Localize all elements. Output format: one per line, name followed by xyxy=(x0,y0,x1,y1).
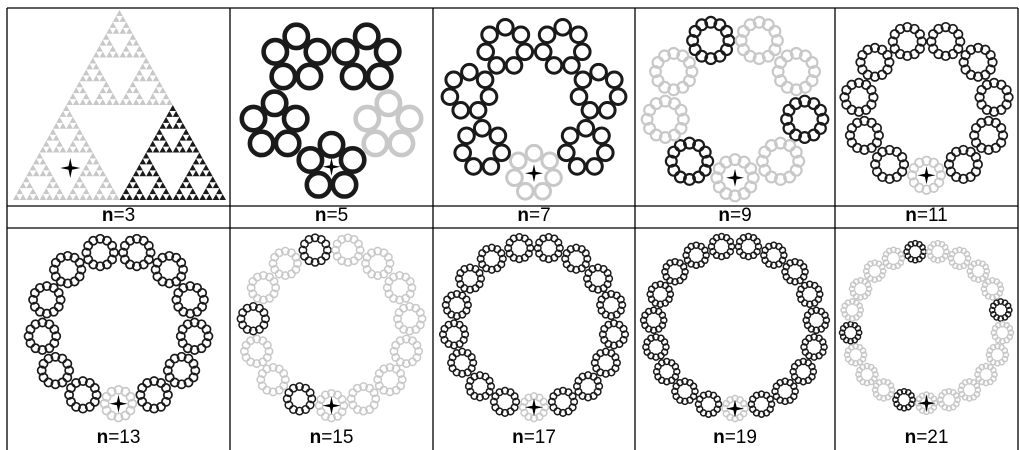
fractal-panel-n21 xyxy=(838,239,1015,416)
label-value: =11 xyxy=(916,205,948,226)
panel-label-n21: n=21 xyxy=(827,428,1020,448)
label-value: =13 xyxy=(108,427,141,448)
star-marker-icon xyxy=(726,168,744,187)
label-value: =15 xyxy=(321,427,354,448)
fractal-panel-n3 xyxy=(13,10,226,200)
panel-label-n19: n=19 xyxy=(635,428,835,448)
star-marker-icon xyxy=(322,157,341,176)
panel-label-n9: n=9 xyxy=(635,206,835,226)
label-variable: n xyxy=(309,427,322,448)
label-value: =17 xyxy=(523,427,556,448)
label-variable: n xyxy=(96,427,109,448)
label-variable: n xyxy=(512,427,524,448)
star-marker-icon xyxy=(726,399,744,418)
star-marker-icon xyxy=(525,398,543,417)
panel-label-n11: n=11 xyxy=(827,206,1020,226)
label-value: =3 xyxy=(113,205,136,226)
star-marker-icon xyxy=(60,158,81,178)
label-variable: n xyxy=(905,205,917,226)
label-value: =9 xyxy=(729,205,752,226)
panel-label-n15: n=15 xyxy=(232,428,432,448)
label-variable: n xyxy=(517,205,529,226)
fractal-panel-n15 xyxy=(236,233,427,423)
label-value: =21 xyxy=(916,427,949,448)
panel-label-n3: n=3 xyxy=(19,206,219,226)
star-marker-icon xyxy=(917,394,936,413)
panel-label-n7: n=7 xyxy=(434,206,634,226)
label-variable: n xyxy=(718,205,730,226)
fractal-panel-n11 xyxy=(839,21,1014,195)
fractal-panel-n9 xyxy=(640,15,830,203)
panel-label-n17: n=17 xyxy=(434,428,634,448)
star-marker-icon xyxy=(917,166,936,185)
label-variable: n xyxy=(713,427,725,448)
fractal-panel-n7 xyxy=(440,18,628,201)
label-value: =19 xyxy=(724,427,757,448)
label-variable: n xyxy=(101,205,114,226)
panel-label-n5: n=5 xyxy=(232,206,432,226)
star-marker-icon xyxy=(322,396,341,415)
star-marker-icon xyxy=(525,164,543,183)
fractal-panel-n5 xyxy=(239,22,424,199)
fractal-panel-n17 xyxy=(438,233,630,423)
fractal-panel-n13 xyxy=(23,233,214,423)
star-marker-icon xyxy=(109,394,128,413)
label-value: =7 xyxy=(528,205,551,226)
label-value: =5 xyxy=(326,205,349,226)
panel-label-n13: n=13 xyxy=(19,428,219,448)
fractal-panel-n19 xyxy=(639,232,831,423)
label-variable: n xyxy=(314,205,327,226)
label-variable: n xyxy=(904,427,917,448)
grid-lines xyxy=(6,7,1019,450)
